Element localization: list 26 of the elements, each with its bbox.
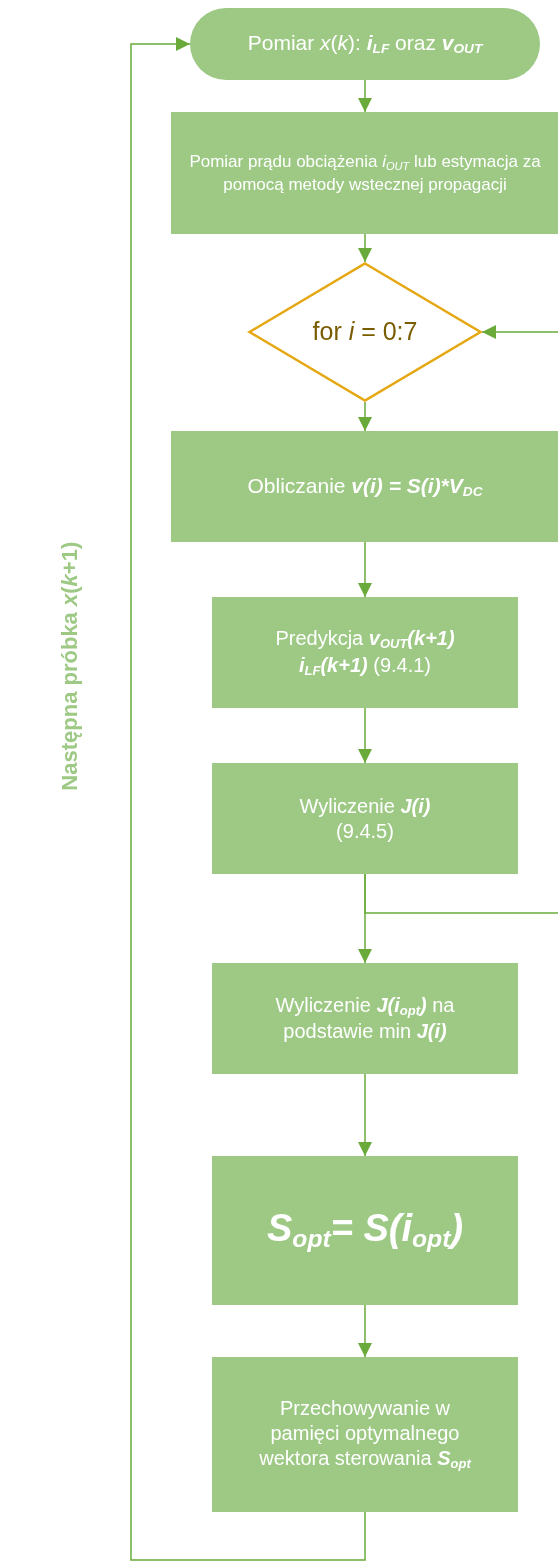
- process-box: [212, 1156, 518, 1305]
- node-text: Pomiar prądu obciążenia i$_{OUT}$ lub estymacja za pomocą metody wstecznej propagacji: [188, 151, 542, 195]
- node-text: Wyliczenie J(i) (9.4.5): [298, 793, 432, 844]
- node-text: Predykcja v$_{OUT}$(k+1) i$_{LF}$(k+1) (9.4.1): [274, 626, 456, 679]
- process-box: [212, 763, 518, 874]
- node-text: Obliczanie v(i) = S(i)*V$_{DC}$: [247, 472, 483, 501]
- node-text: S$_{opt}$= S(i$_{opt}$): [266, 1206, 464, 1255]
- process-box: [212, 963, 518, 1074]
- process-box: [212, 597, 518, 708]
- arrow: [364, 325, 558, 914]
- arrow: [358, 401, 372, 432]
- arrow: [358, 1304, 372, 1358]
- edge-label: Następna próbka x(k+1): [56, 541, 83, 791]
- process-box: [171, 112, 558, 234]
- node-text: Wyliczenie J(i$_{opt}$) na podstawie min J(i): [274, 992, 456, 1045]
- process-box: [171, 431, 558, 542]
- process-box: [212, 1357, 518, 1512]
- arrow: [358, 541, 372, 598]
- arrow: [358, 233, 372, 263]
- node-text: Przechowywanie w pamięci optymalnego wektora sterowania S$_{opt}$: [258, 1396, 473, 1473]
- arrow: [358, 79, 372, 113]
- arrow: [358, 707, 372, 764]
- node-text: Pomiar x(k): i$_{LF}$ oraz v$_{OUT}$: [247, 30, 483, 58]
- arrow: [358, 1073, 372, 1157]
- node-text: for i = 0:7: [312, 316, 418, 348]
- arrow: [130, 37, 366, 1561]
